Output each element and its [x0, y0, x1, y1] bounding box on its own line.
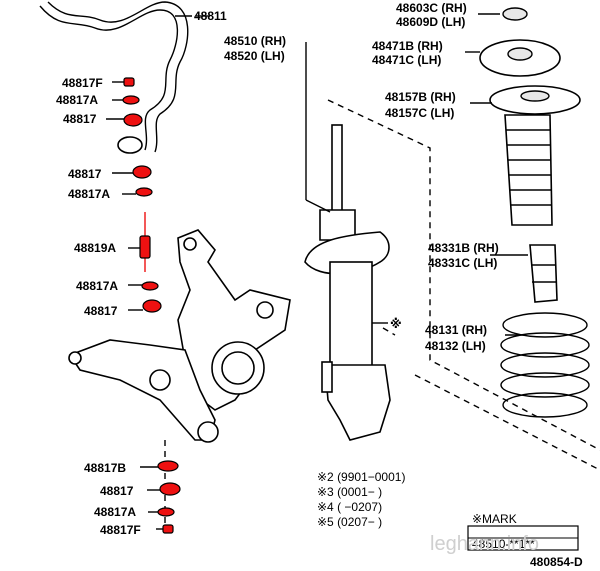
label-48811: 48811 — [194, 9, 227, 23]
label-48520: 48520 (LH) — [224, 49, 285, 63]
label-48817F-bot: 48817F — [100, 523, 141, 537]
strut-mount — [479, 39, 561, 77]
note-5: ※5 (0207− ) — [317, 515, 382, 529]
label-48819A: 48819A — [74, 241, 116, 255]
label-48817-top: 48817 — [63, 112, 97, 126]
label-48817A-mid2: 48817A — [76, 279, 118, 293]
label-48132: 48132 (LH) — [425, 339, 486, 353]
label-48157B: 48157B (RH) — [385, 90, 456, 104]
mark-box-code: 48510-**1** — [472, 537, 535, 551]
label-48817-bot: 48817 — [100, 484, 134, 498]
label-48603C: 48603C (RH) — [396, 1, 467, 15]
steering-knuckle — [177, 229, 291, 411]
label-48817A-bot: 48817A — [94, 505, 136, 519]
note-4: ※4 ( −0207) — [317, 500, 382, 514]
spring-seat — [489, 85, 581, 115]
coil-spring — [500, 312, 590, 418]
lower-bushings — [157, 460, 181, 534]
lower-arm — [68, 339, 219, 443]
label-star-mark: ※ — [390, 317, 402, 331]
leader-lines-left — [106, 81, 143, 311]
label-48331C: 48331C (LH) — [428, 256, 497, 270]
leader-lines-bottom — [140, 466, 163, 530]
label-48331B: 48331B (RH) — [428, 241, 499, 255]
mark-box-title: ※MARK — [472, 512, 517, 526]
label-48131: 48131 (RH) — [425, 323, 487, 337]
label-48817-mid2: 48817 — [84, 304, 118, 318]
diagram-code: 480854-D — [530, 555, 583, 569]
label-48817F-top: 48817F — [62, 76, 103, 90]
label-48817-mid1: 48817 — [68, 167, 102, 181]
note-2: ※2 (9901−0001) — [317, 470, 405, 484]
stabilizer-bushings-top — [122, 77, 153, 197]
label-48817A-mid1: 48817A — [68, 187, 110, 201]
bump-stopper — [529, 244, 558, 303]
leader-lines-right — [465, 13, 528, 336]
stabilizer-bar — [39, 1, 189, 154]
stabilizer-bushings-mid — [141, 281, 162, 313]
label-48471B: 48471B (RH) — [372, 39, 443, 53]
strut-nut — [502, 7, 528, 21]
shock-absorber — [304, 124, 391, 441]
watermark: leghann.info — [430, 533, 539, 555]
dust-boot — [504, 114, 553, 226]
label-48157C: 48157C (LH) — [385, 106, 454, 120]
note-3: ※3 (0001− ) — [317, 485, 382, 499]
label-48471C: 48471C (LH) — [372, 53, 441, 67]
label-48609D: 48609D (LH) — [396, 15, 465, 29]
label-48817A-top: 48817A — [56, 93, 98, 107]
label-48817B: 48817B — [84, 461, 126, 475]
mark-box: ※MARK 48510-**1** — [467, 512, 579, 551]
stabilizer-link-48819A — [139, 212, 151, 272]
label-48510: 48510 (RH) — [224, 34, 286, 48]
